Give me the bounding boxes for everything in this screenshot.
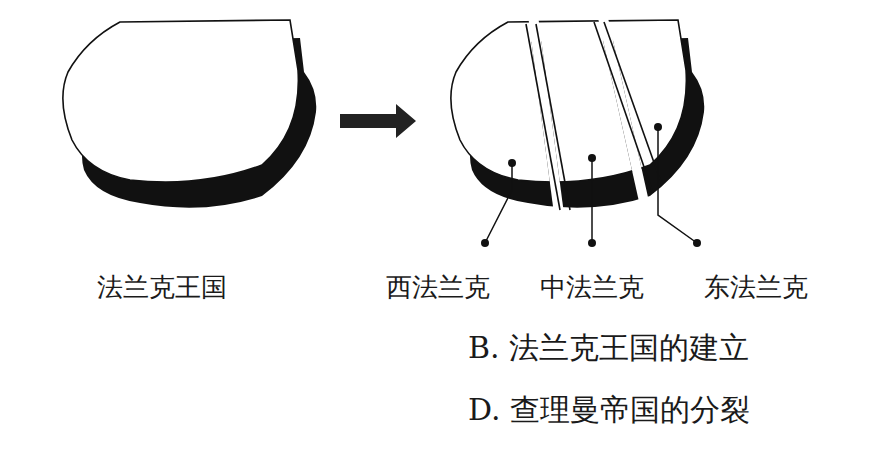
region-label: 东法兰克 bbox=[704, 272, 808, 303]
kingdom-label: 法兰克王国 bbox=[97, 272, 227, 303]
split-edge bbox=[526, 24, 560, 210]
option-text: B. 法兰克王国的建立 bbox=[468, 330, 749, 366]
region-label: 西法兰克 bbox=[386, 272, 490, 303]
leader-lines bbox=[485, 127, 697, 243]
arrow bbox=[340, 104, 416, 138]
split-edge bbox=[604, 22, 662, 185]
east-francia-shape bbox=[451, 20, 704, 208]
split-edge bbox=[536, 24, 570, 210]
frankish-kingdom-shape bbox=[63, 20, 316, 208]
leader-dots bbox=[481, 123, 701, 247]
split-edge bbox=[594, 22, 652, 190]
option-text: D. 查理曼帝国的分裂 bbox=[468, 392, 750, 428]
west-francia-shape bbox=[451, 20, 704, 208]
region-label: 中法兰克 bbox=[540, 272, 644, 303]
middle-francia-shape bbox=[451, 20, 704, 208]
